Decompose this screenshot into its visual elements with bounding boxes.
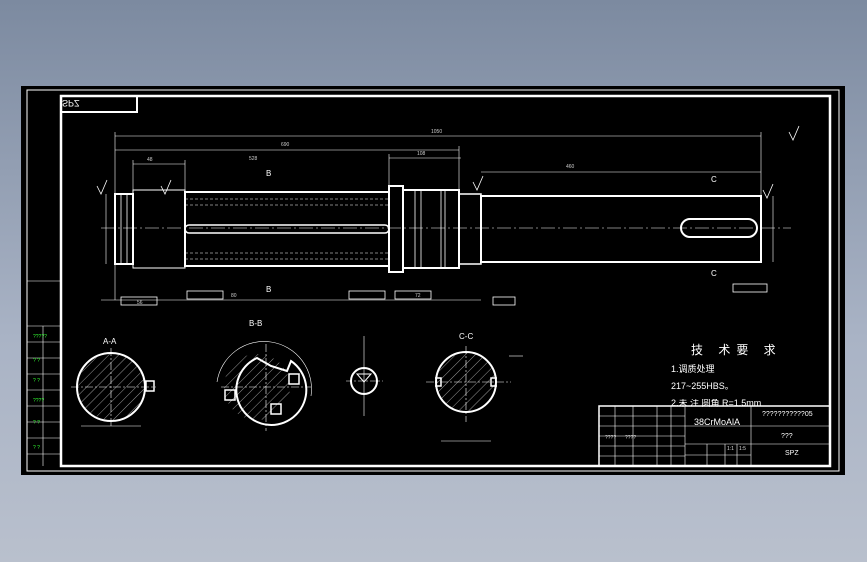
- dimensions: [101, 132, 774, 301]
- dim-left-span: 690: [281, 142, 290, 148]
- title-block-scale: 1:1: [727, 446, 734, 452]
- keyway: [680, 218, 758, 238]
- strip-label-6: ? ?: [33, 445, 40, 451]
- spline-groove: [184, 224, 390, 234]
- dim-center-span: 528: [249, 156, 258, 162]
- dim-small-e: 56: [137, 300, 143, 306]
- dim-right-span: 460: [566, 164, 575, 170]
- spline-lines: [185, 198, 389, 260]
- dim-overall: 1050: [431, 129, 443, 135]
- outer-frame: [26, 89, 840, 472]
- inner-frame: [59, 94, 832, 468]
- title-block-small-b: ????: [625, 435, 637, 441]
- title-block-material: 38CrMoAlA: [694, 417, 741, 427]
- strip-label-2: ? ?: [33, 358, 40, 364]
- stamp-text: SPZ: [62, 98, 80, 108]
- hatch-b: [224, 354, 290, 420]
- tech-requirements-title: 技 术要 求: [691, 343, 782, 357]
- cad-drawing-canvas[interactable]: SPZ A-A B-B C-C B B C C 1050 690 528 460…: [21, 86, 845, 475]
- dim-small-b: 108: [417, 151, 426, 157]
- strip-label-5: ? ?: [33, 420, 40, 426]
- stamp-box: [60, 95, 138, 113]
- section-mark-c-top: C: [711, 175, 717, 184]
- dim-small-d: 80: [231, 293, 237, 299]
- tech-requirement-3: 2.未 注 圆角 R=1.5mm: [671, 399, 762, 407]
- hatch-a: [78, 354, 144, 420]
- title-block-sheet: 1:5: [739, 446, 746, 452]
- strip-label-4: ????: [33, 398, 45, 404]
- section-mark-b-top: B: [266, 169, 272, 178]
- shaft-drawing: [26, 89, 840, 472]
- title-block-small-a: ????: [605, 435, 617, 441]
- strip-label-3: ? ?: [33, 378, 40, 384]
- section-label-cc: C-C: [459, 332, 474, 341]
- section-mark-c-bottom: C: [711, 269, 717, 278]
- section-mark-b-bottom: B: [266, 285, 272, 294]
- dim-small-a: 48: [147, 157, 153, 163]
- tech-requirement-2: 217~255HBS。: [671, 381, 734, 391]
- left-strip: [27, 280, 61, 466]
- section-label-aa: A-A: [103, 337, 117, 346]
- strip-label-1: ?????: [33, 334, 47, 340]
- dim-small-c: 72: [415, 293, 421, 299]
- tech-requirement-1: 1.调质处理: [671, 364, 715, 374]
- title-block-drawing-code: ???????????05: [762, 411, 813, 418]
- tolerance-frames: [120, 283, 768, 306]
- title-block-part: SPZ: [785, 450, 799, 457]
- hatch-c: [437, 353, 495, 411]
- section-label-bb: B-B: [249, 319, 263, 328]
- roughness-symbols: [96, 125, 800, 199]
- title-block-name: ???: [781, 433, 793, 440]
